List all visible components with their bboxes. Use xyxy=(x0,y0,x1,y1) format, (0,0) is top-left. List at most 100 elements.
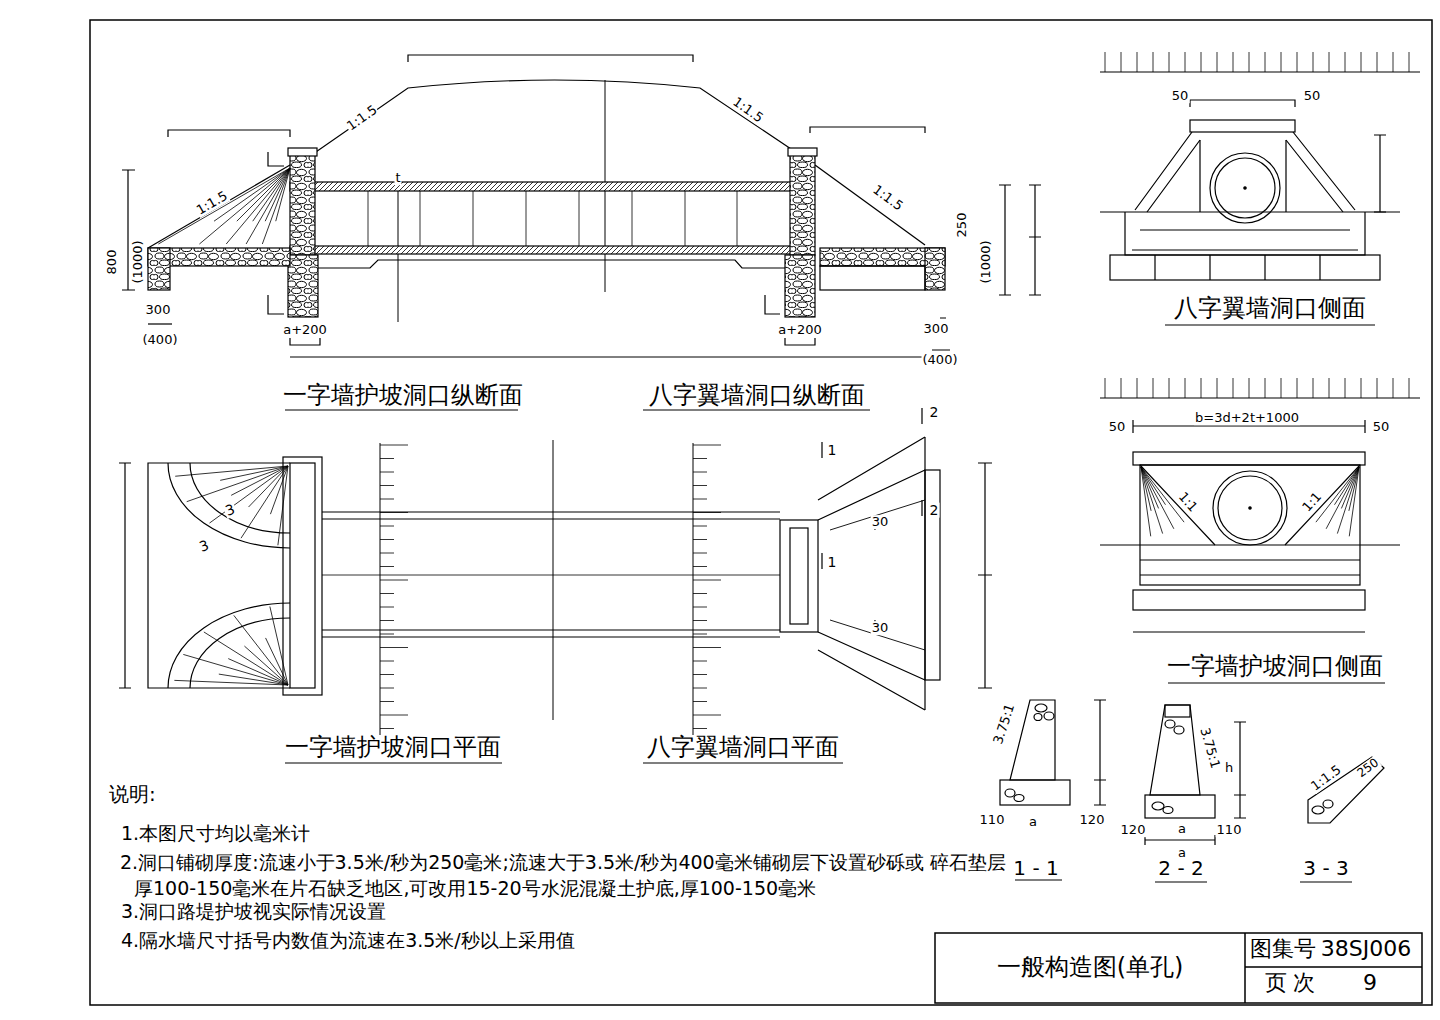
ground-hatch xyxy=(1329,52,1330,72)
ground-hatch xyxy=(1393,378,1394,398)
side-view-headwall-rect xyxy=(1133,590,1365,610)
slope-hatch xyxy=(241,466,288,538)
slope-hatch xyxy=(262,168,290,244)
slope-ratio: 1:1 xyxy=(1299,489,1324,515)
wall-sections-ellipse xyxy=(1165,720,1175,728)
pipe-joint xyxy=(368,191,369,246)
scale-tick xyxy=(693,647,721,648)
longitudinal-section-path xyxy=(285,409,870,410)
plan-view-path xyxy=(978,463,992,688)
side-view-headwall-path xyxy=(1168,682,1385,683)
slope-hatch xyxy=(278,466,288,545)
dimension-label: a xyxy=(1028,815,1038,829)
ground-hatch xyxy=(1409,52,1410,72)
scale-tick xyxy=(693,661,707,662)
dimension-label: (400) xyxy=(142,333,179,347)
longitudinal-section-rect xyxy=(290,246,810,254)
slope-hatch xyxy=(1141,467,1163,534)
scale-tick xyxy=(693,499,707,500)
dimension-label: 50 xyxy=(1303,89,1322,103)
plan-view-path xyxy=(168,463,290,548)
side-view-headwall-path xyxy=(1140,465,1360,545)
ground-hatch xyxy=(1345,52,1346,72)
slope-hatch xyxy=(266,638,288,685)
section-title: 1 - 1 xyxy=(1012,858,1059,879)
scale-tick xyxy=(380,647,408,648)
plan-view-path xyxy=(818,437,925,520)
slope-hatch xyxy=(226,168,290,244)
slope-hatch xyxy=(1141,467,1174,529)
plan-view-rect xyxy=(283,457,322,695)
ground-hatch xyxy=(1313,378,1314,398)
ground-hatch xyxy=(1201,52,1202,72)
slope-hatch xyxy=(249,466,288,507)
scale-tick xyxy=(693,539,707,540)
wall-sections-ellipse xyxy=(1163,807,1173,814)
slope-ratio: 1:1.5 xyxy=(344,102,381,133)
longitudinal-section-path xyxy=(785,338,815,345)
side-view-headwall xyxy=(1100,398,1420,683)
slope-hatch xyxy=(228,659,288,685)
scale-tick xyxy=(380,445,408,446)
longitudinal-section-path xyxy=(815,165,925,245)
atlas-number: 38SJ006 xyxy=(1320,937,1412,960)
longitudinal-section-path xyxy=(810,127,925,133)
section-number: 3 xyxy=(196,537,211,555)
wall-sections-path xyxy=(1010,879,1062,880)
wall-sections-rect xyxy=(1145,795,1215,818)
longitudinal-section-path xyxy=(1029,185,1041,295)
notes-heading: 说明: xyxy=(108,784,157,805)
wall-sections-rect xyxy=(1000,780,1070,805)
scale-tick xyxy=(693,553,707,554)
side-view-headwall-rect xyxy=(1140,465,1360,585)
wall-sections-ellipse xyxy=(1014,795,1024,802)
scale-tick xyxy=(693,688,707,689)
wall-sections-ellipse xyxy=(1174,726,1184,734)
page-label: 页 次 xyxy=(1264,971,1317,994)
ground-hatch xyxy=(1249,52,1250,72)
side-view-wingwall-path xyxy=(1165,324,1375,325)
scale-tick xyxy=(380,661,394,662)
side-view-wingwall-path xyxy=(1135,132,1355,212)
scale-tick xyxy=(693,580,721,581)
ground-hatch xyxy=(1409,378,1410,398)
ground-hatch xyxy=(1265,378,1266,398)
ground-hatch xyxy=(1329,378,1330,398)
plan-view-path xyxy=(168,603,290,688)
longitudinal-section-path xyxy=(765,295,780,314)
plan-view-rect xyxy=(925,470,940,680)
longitudinal-section-rect xyxy=(790,153,815,255)
plan-view-rect xyxy=(790,528,808,624)
side-view-wingwall-path xyxy=(1100,71,1420,72)
thickness-mark: t xyxy=(394,171,401,185)
plan-view-rect xyxy=(780,520,818,632)
plan-view-path xyxy=(830,500,925,650)
plan-view-path xyxy=(818,632,925,710)
drawing-title: 一般构造图(单孔) xyxy=(996,955,1185,980)
longitudinal-section-path xyxy=(290,357,950,358)
side-view-wingwall-circle xyxy=(1210,153,1280,223)
scale-tick xyxy=(693,472,707,473)
section-mark: 2 xyxy=(929,405,940,420)
longitudinal-section-rect xyxy=(148,248,170,290)
ground-hatch xyxy=(1361,52,1362,72)
wall-sections-path xyxy=(1155,881,1207,882)
ground-hatch xyxy=(1281,52,1282,72)
ground-hatch xyxy=(1233,52,1234,72)
ground-hatch xyxy=(1217,378,1218,398)
slope-ratio: 1:1.5 xyxy=(193,188,230,217)
atlas-number-label: 图集号 xyxy=(1249,937,1317,960)
page-number: 9 xyxy=(1362,971,1378,994)
slope-hatch xyxy=(1326,467,1359,529)
slope-hatch xyxy=(1141,467,1166,505)
wall-sections xyxy=(1000,700,1384,882)
title-block xyxy=(935,933,1422,1003)
wall-sections-ellipse xyxy=(1152,802,1164,810)
ground-hatch xyxy=(1185,378,1186,398)
slope-ratio: 1:1.5 xyxy=(870,182,907,214)
plan-view-path xyxy=(322,512,780,637)
scale-tick xyxy=(380,553,394,554)
section-mark: 1 xyxy=(827,555,838,570)
scale-tick xyxy=(380,634,394,635)
